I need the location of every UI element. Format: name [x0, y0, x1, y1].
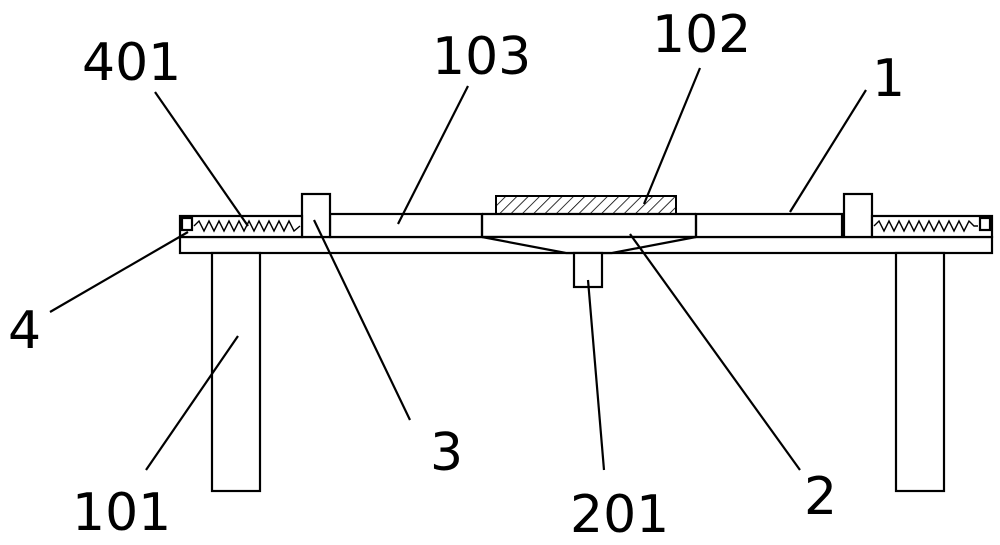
label-2: 2 [804, 467, 837, 527]
leader-4 [49, 231, 189, 313]
leader-101 [145, 335, 239, 471]
left-slide-plate [328, 212, 484, 239]
leader-103 [397, 85, 469, 225]
label-3: 3 [430, 423, 463, 483]
label-1: 1 [872, 49, 905, 109]
right-slider [842, 192, 874, 239]
label-4: 4 [8, 301, 41, 361]
leader-1 [789, 89, 867, 213]
leader-201 [586, 279, 606, 471]
label-101: 101 [72, 483, 171, 543]
left-leg [210, 251, 262, 493]
hatched-block [495, 195, 677, 215]
leader-2 [629, 233, 801, 471]
right-leg [894, 251, 946, 493]
left-spring [193, 219, 301, 233]
right-end-stop [978, 216, 992, 232]
leader-401 [154, 91, 249, 227]
leader-3 [313, 219, 411, 421]
label-201: 201 [570, 485, 669, 545]
leader-102 [642, 67, 702, 205]
left-end-stop [180, 216, 194, 232]
right-spring [873, 219, 978, 233]
label-102: 102 [652, 5, 751, 65]
label-401: 401 [82, 33, 181, 93]
left-slider [300, 192, 332, 239]
right-slide-plate [694, 212, 844, 239]
funnel-body [481, 235, 697, 255]
label-103: 103 [432, 27, 531, 87]
